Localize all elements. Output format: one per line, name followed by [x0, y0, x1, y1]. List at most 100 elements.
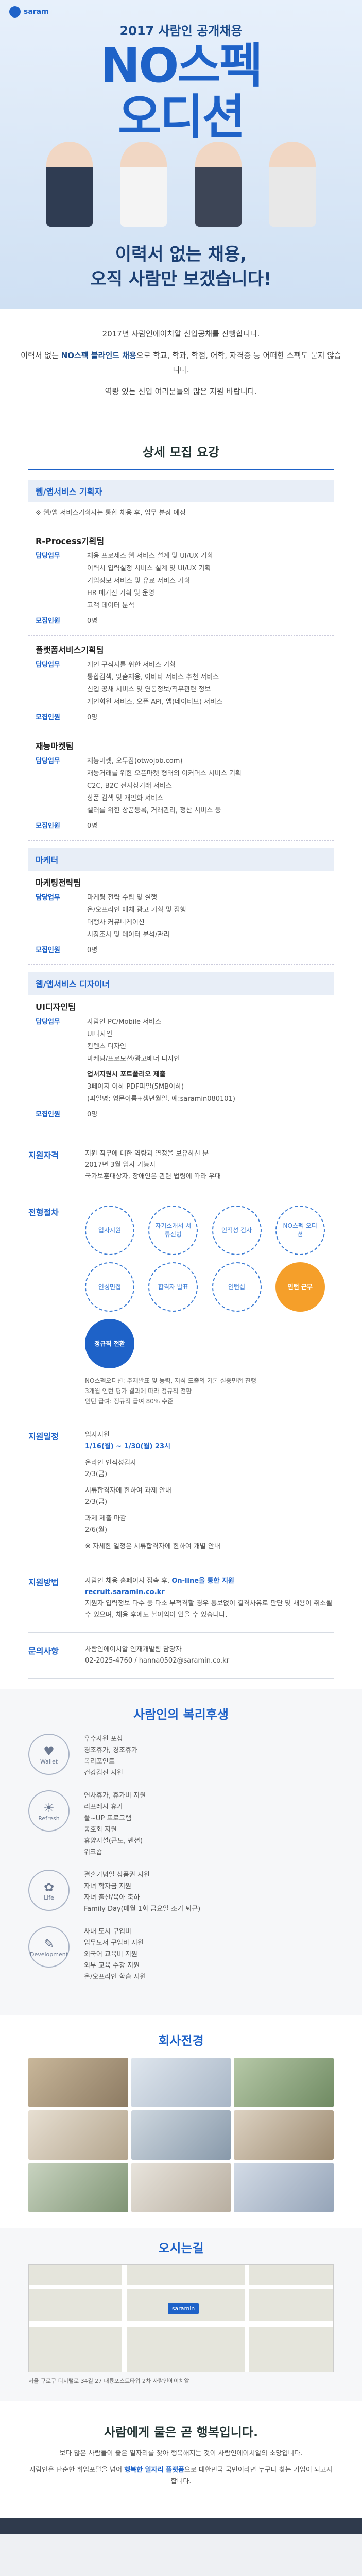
portfolio-item: (파일명: 영문이름+생년월일, 예:saramin080101)	[87, 1095, 235, 1103]
person-figure	[120, 142, 167, 227]
welfare-item: 건강검진 지원	[84, 1769, 123, 1777]
category-header: 웹/앱서비스 기획자	[28, 480, 334, 502]
hero-subtitle: 2017 사람인 공개채용	[119, 24, 243, 38]
process-note: NO스펙오디션: 주제발표 및 능력, 지식 도출의 기본 실증면접 진행	[85, 1377, 256, 1384]
job-block: UI디자인팀 담당업무 사람인 PC/Mobile 서비스 UI디자인 컨텐츠 …	[28, 1000, 334, 1129]
welfare-group: ☀ Refresh 연차휴가, 휴가비 지원 리프레시 휴가 풀~UP 프로그램…	[28, 1790, 334, 1858]
schedule-item: 입사지원 1/16(월) ~ 1/30(월) 23시	[85, 1430, 334, 1452]
duty-item: UI디자인	[87, 1030, 113, 1038]
office-photo	[234, 2058, 334, 2107]
schedule-item-value: 1/16(월) ~ 1/30(월) 23시	[85, 1443, 170, 1450]
apply-link[interactable]: recruit.saramin.co.kr	[85, 1588, 165, 1596]
schedule-item-title: 온라인 인적성검사	[85, 1459, 136, 1467]
office-photo	[28, 2110, 128, 2160]
logo-text: saram	[24, 8, 49, 16]
hero-title-line-1: NO스펙	[100, 38, 263, 93]
welfare-item: Family Day(매월 1회 금요일 조기 퇴근)	[84, 1905, 201, 1913]
office-photo-grid	[28, 2058, 334, 2212]
welfare-list: 우수사원 포상 경조휴가, 경조휴가 복리포인트 건강검진 지원	[84, 1734, 137, 1779]
duty-row: 담당업무 재능마켓, 오투잡(otwojob.com) 재능거래를 위한 오픈마…	[36, 756, 326, 818]
place-label: 모집인원	[36, 946, 60, 954]
welfare-item: 자녀 출산/육아 축하	[84, 1894, 140, 1902]
welfare-item: 워크숍	[84, 1849, 102, 1856]
duty-list: 재능마켓, 오투잡(otwojob.com) 재능거래를 위한 오픈마켓 형태의…	[87, 756, 326, 818]
hero-banner: saram 2017 사람인 공개채용 NO스펙 오디션 이력서 없는 채용, …	[0, 0, 362, 309]
welfare-item: 동호회 지원	[84, 1826, 117, 1834]
apply-row: 지원방법 사람인 채용 홈페이지 접속 후, On-line을 통한 지원 re…	[28, 1564, 334, 1632]
welfare-icon-glyph: ☀	[43, 1800, 55, 1815]
place-label: 모집인원	[36, 714, 60, 721]
process-step: 정규직 전환	[85, 1319, 134, 1368]
map-title: 오시는길	[158, 2241, 204, 2256]
welfare-item: 리프레시 휴가	[84, 1803, 123, 1811]
schedule-list: 입사지원 1/16(월) ~ 1/30(월) 23시 온라인 인적성검사 2/3…	[85, 1430, 334, 1552]
map-section: 오시는길 saramin 서울 구로구 디지털로 34길 27 대륭포스트타워 …	[0, 2228, 362, 2401]
duty-item: 신입 공채 서비스 및 연봉정보/직무관련 정보	[87, 686, 211, 693]
closing-section: 사람에게 물은 곧 행복입니다. 보다 많은 사람들이 좋은 일자리를 찾아 행…	[0, 2401, 362, 2518]
process-step: NO스펙 오디션	[275, 1206, 325, 1255]
apply-highlight: On-line을 통한 지원	[171, 1577, 234, 1585]
welfare-item: 연차휴가, 휴가비 지원	[84, 1792, 146, 1800]
qualification-label: 지원자격	[28, 1150, 59, 1160]
contact-label: 문의사항	[28, 1646, 59, 1656]
duty-item: 마케팅 전략 수립 및 실행	[87, 894, 158, 902]
apply-line: 사람인 채용 홈페이지 접속 후, On-line을 통한 지원	[85, 1575, 334, 1587]
duty-list: 채용 프로세스 웹 서비스 설계 및 UI/UX 기획 이력서 입력설정 서비스…	[87, 551, 326, 613]
map-road	[29, 2285, 333, 2289]
map-pin-icon: saramin	[168, 2303, 199, 2314]
welfare-item: 풀~UP 프로그램	[84, 1815, 132, 1822]
hero-people-image	[46, 139, 316, 227]
intro-highlight: NO스펙 블라인드 채용	[61, 351, 136, 360]
schedule-item-value: 2/3(금)	[85, 1498, 108, 1506]
footer-bar	[0, 2518, 362, 2534]
office-title: 회사전경	[158, 2033, 204, 2048]
welfare-icon-label: Development	[29, 1951, 68, 1958]
schedule-item-value: 2/6(월)	[85, 1526, 108, 1534]
closing-paragraph: 보다 많은 사람들이 좋은 일자리를 찾아 행복해지는 것이 사람인에이치알의 …	[59, 2450, 303, 2458]
job-title: 마케팅전략팀	[36, 878, 81, 888]
welfare-list: 사내 도서 구입비 업무도서 구입비 지원 외국어 교육비 지원 외부 교육 수…	[84, 1926, 146, 1983]
duty-label: 담당업무	[36, 552, 60, 560]
development-icon: ✎ Development	[28, 1926, 70, 1968]
intro-paragraph: 2017년 사람인에이치알 신입공채를 진행합니다.	[102, 329, 260, 338]
category-header: 웹/앱서비스 디자이너	[28, 972, 334, 995]
qualification-item: 2017년 3월 입사 가능자	[85, 1161, 156, 1169]
location-map[interactable]: saramin	[28, 2264, 334, 2372]
duty-item: 셀러를 위한 상품등록, 거래관리, 정산 서비스 등	[87, 807, 221, 815]
wallet-icon: ♥ Wallet	[28, 1734, 70, 1775]
logo[interactable]: saram	[9, 6, 49, 18]
schedule-item: 과제 제출 마감 2/6(월)	[85, 1513, 334, 1536]
office-photo	[234, 2110, 334, 2160]
welfare-item: 외부 교육 수강 지원	[84, 1962, 140, 1970]
job-title: R-Process기획팀	[36, 536, 105, 546]
process-step: 인턴 근무	[275, 1262, 325, 1312]
schedule-note: ※ 자세한 일정은 서류합격자에 한하여 개별 안내	[85, 1543, 220, 1550]
duty-item: 이력서 입력설정 서비스 설계 및 UI/UX 기획	[87, 565, 211, 572]
welfare-item: 결혼기념일 상품권 지원	[84, 1871, 150, 1879]
contact-info[interactable]: 02-2025-4760 / hanna0502@saramin.co.kr	[85, 1657, 230, 1665]
duty-list: 개인 구직자를 위한 서비스 기획 통합검색, 맞춤채용, 아바타 서비스 추천…	[87, 659, 326, 709]
job-title: UI디자인팀	[36, 1002, 76, 1012]
duty-item: HR 매거진 기획 및 운영	[87, 589, 155, 597]
qualification-row: 지원자격 지원 직무에 대한 역량과 열정을 보유하신 분 2017년 3월 입…	[28, 1137, 334, 1194]
welfare-group: ♥ Wallet 우수사원 포상 경조휴가, 경조휴가 복리포인트 건강검진 지…	[28, 1734, 334, 1779]
duty-item: C2C, B2C 전자상거래 서비스	[87, 782, 172, 790]
duty-item: 시장조사 및 데이터 분석/관리	[87, 931, 170, 939]
schedule-item-title: 입사지원	[85, 1431, 110, 1439]
process-row: 전형절차 입사지원 자기소개서 서류전형 인적성 검사 NO스펙 오디션 인성면…	[28, 1194, 334, 1418]
schedule-item: 서류합격자에 한하여 과제 안내 2/3(금)	[85, 1485, 334, 1508]
office-photo	[28, 2058, 128, 2107]
place-label: 모집인원	[36, 1111, 60, 1118]
contact-content: 사람인에이치알 인재개발팀 담당자 02-2025-4760 / hanna05…	[85, 1644, 334, 1667]
category-header: 마케터	[28, 848, 334, 871]
process-label: 전형절차	[28, 1208, 59, 1217]
note-row: ※ 웹/앱 서비스기획자는 통합 채용 후, 업무 분장 예정	[36, 507, 326, 519]
welfare-item: 경조휴가, 경조휴가	[84, 1747, 137, 1754]
closing-paragraph: 사람인은 단순한 취업포털을 넘어 행복한 일자리 플랫폼으로 대한민국 국민이…	[28, 2465, 334, 2487]
duty-item: 재능거래를 위한 오픈마켓 형태의 이커머스 서비스 기획	[87, 770, 242, 777]
place-row: 모집인원 0명	[36, 712, 326, 723]
process-step: 인적성 검사	[212, 1206, 262, 1255]
life-icon: ✿ Life	[28, 1870, 70, 1911]
office-photo	[28, 2163, 128, 2212]
